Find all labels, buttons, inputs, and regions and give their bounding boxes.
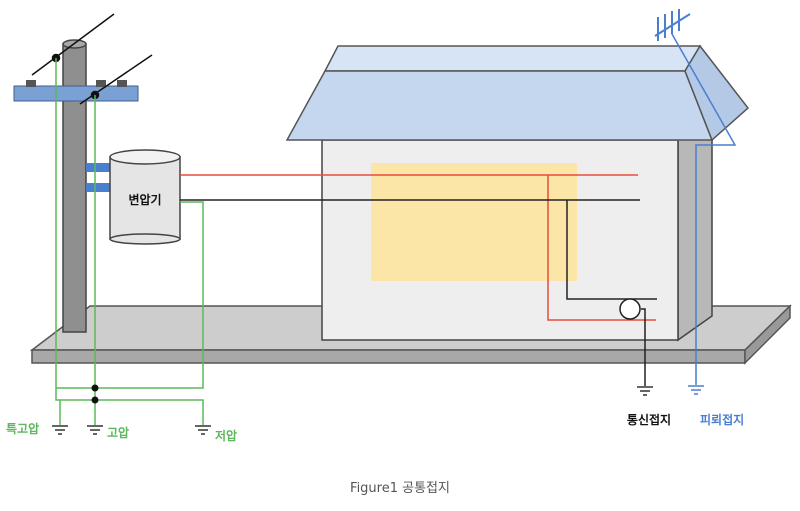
antenna-icon (654, 9, 691, 41)
ground-icon (195, 425, 211, 435)
lightning-ground (671, 33, 737, 395)
roof-side (684, 44, 750, 142)
house-side-wall (677, 113, 713, 342)
roof-top (323, 45, 702, 72)
transformer-bracket-top (86, 163, 112, 172)
transformer-body (109, 156, 181, 240)
special-high-voltage-label: 특고압 (6, 421, 39, 436)
overhead-lines (31, 13, 153, 105)
ground-bus (60, 399, 204, 425)
crossarm (13, 85, 139, 102)
lightning-ground-label: 피뢰접지 (700, 412, 744, 427)
transformer-label: 변압기 (128, 192, 161, 207)
ground-icon (688, 385, 704, 395)
transformer-bottom (109, 233, 181, 245)
platform-front (31, 349, 746, 364)
roof-front (285, 70, 714, 141)
communication-terminal-icon (619, 298, 641, 320)
high-voltage-line (31, 13, 115, 76)
ground-icon (637, 386, 653, 396)
communication-ground-wire (641, 308, 646, 386)
transformer-top (109, 149, 181, 165)
special-high-voltage-ground-wire (55, 58, 61, 425)
figure-caption: Figure1 공통접지 (350, 481, 450, 496)
red-drop-wire (547, 175, 656, 321)
insulator-mid (96, 80, 106, 87)
insulator-left (26, 80, 36, 87)
insulator-right (117, 80, 127, 87)
indoor-area (371, 163, 577, 281)
ground-icon (87, 425, 103, 435)
high-voltage-label: 고압 (107, 426, 129, 440)
platform-side (744, 304, 791, 365)
communication-ground-label: 통신접지 (627, 412, 671, 427)
transformer: 변압기 (109, 149, 181, 245)
low-voltage-label: 저압 (215, 428, 237, 443)
low-voltage-ground-wire (56, 201, 204, 389)
ground-icon (52, 425, 68, 435)
transformer-bracket-bottom (86, 183, 112, 192)
house (285, 44, 750, 342)
ground-node (91, 384, 99, 392)
communication-ground (619, 298, 653, 396)
lightning-ground-wire (671, 33, 737, 385)
ground-wires (55, 58, 204, 425)
ground-node (91, 396, 99, 404)
